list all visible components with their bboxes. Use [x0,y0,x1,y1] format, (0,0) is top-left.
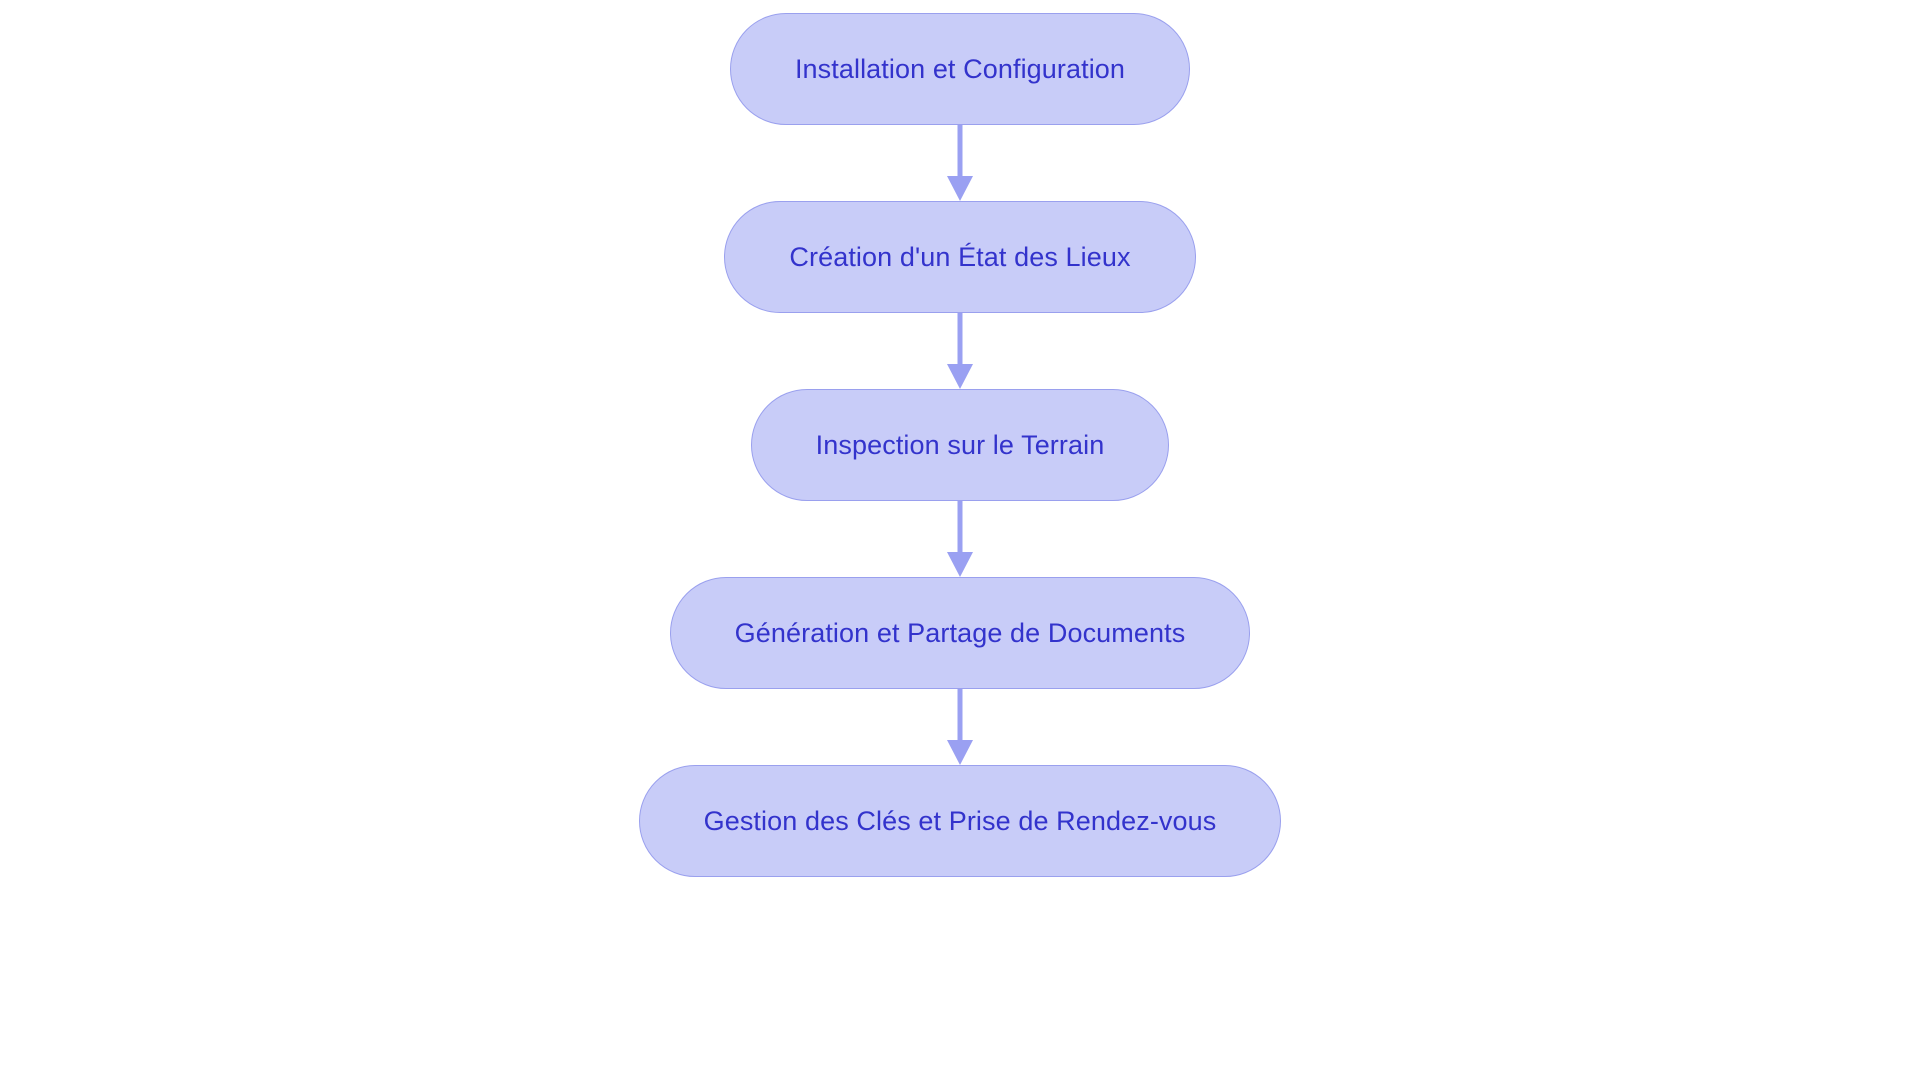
flow-node-inspection-sur-le-terrain[interactable]: Inspection sur le Terrain [750,389,1170,501]
flow-node-installation-et-configuration[interactable]: Installation et Configuration [729,13,1191,125]
edge-line [957,689,963,741]
flow-edge-n2-n3 [946,313,974,389]
flow-node-generation-et-partage-de-documents[interactable]: Génération et Partage de Documents [669,577,1251,689]
flow-edge-n4-n5 [946,689,974,765]
flow-node-creation-dun-etat-des-lieux[interactable]: Création d'un État des Lieux [724,201,1196,313]
arrow-down-icon [947,364,973,389]
flow-node-gestion-des-cles-et-prise-de-rendez-vous[interactable]: Gestion des Clés et Prise de Rendez-vous [638,765,1282,877]
flow-node-label: Création d'un État des Lieux [789,241,1131,272]
flow-node-label: Génération et Partage de Documents [734,617,1186,648]
flow-node-label: Installation et Configuration [794,53,1126,84]
edge-line [957,313,963,365]
arrow-down-icon [947,176,973,201]
flow-edge-n1-n2 [946,125,974,201]
arrow-down-icon [947,552,973,577]
flow-edge-n3-n4 [946,501,974,577]
flow-node-label: Inspection sur le Terrain [815,429,1105,460]
arrow-down-icon [947,740,973,765]
edge-line [957,501,963,553]
flow-node-label: Gestion des Clés et Prise de Rendez-vous [703,805,1217,836]
edge-line [957,125,963,177]
